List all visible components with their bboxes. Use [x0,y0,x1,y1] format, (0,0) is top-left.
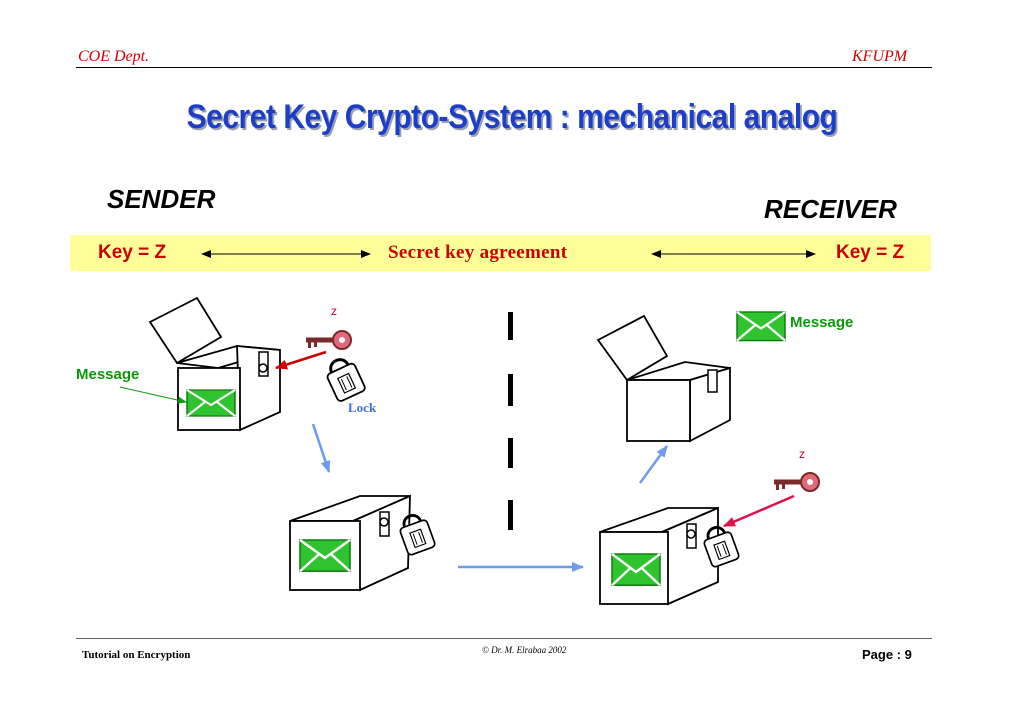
key-icon [773,472,820,492]
receiver-open-box [596,314,731,443]
hasp-icon [707,369,718,393]
flow-arrow-down [311,423,331,473]
sender-label: SENDER [107,184,216,214]
sender-key: Key = Z [98,242,167,263]
key-z-label-receiver: z [799,447,805,461]
receiver-key: Key = Z [836,242,905,263]
footer-course: Tutorial on Encryption [82,649,191,661]
header-university: KFUPM [852,48,908,65]
sender-locked-box [289,494,438,592]
envelope-icon [610,552,662,587]
sender-open-box [148,296,281,432]
receiver-label: RECEIVER [764,194,897,224]
envelope-icon [735,310,787,342]
slide-title: Secret Key Crypto-System : mechanical an… [186,98,838,136]
key-icon [305,330,352,350]
page-number: Page : 9 [862,647,912,662]
hasp-icon [686,523,697,549]
hasp-icon [379,511,390,537]
hasp-icon [258,351,269,377]
header-dept: COE Dept. [78,48,150,65]
footer-rule [76,638,932,639]
key-z-label-sender: z [331,304,337,318]
message-label-sender: Message [76,366,140,383]
message-pointer-left [119,386,187,404]
key-to-box-arrow [275,350,327,370]
envelope-icon [298,538,352,573]
channel-divider [508,312,513,530]
footer-copyright: © Dr. M. Elrabaa 2002 [482,645,567,655]
header-rule [76,67,932,68]
message-label-receiver: Message [790,314,854,331]
key-to-box-arrow [723,494,795,528]
key-agreement-band [70,235,931,271]
flow-arrow-up [638,445,669,484]
receiver-locked-box [599,506,742,606]
padlock-icon [320,352,368,404]
envelope-icon [185,388,237,418]
lock-label: Lock [348,400,377,415]
secret-key-agreement: Secret key agreement [388,242,568,263]
